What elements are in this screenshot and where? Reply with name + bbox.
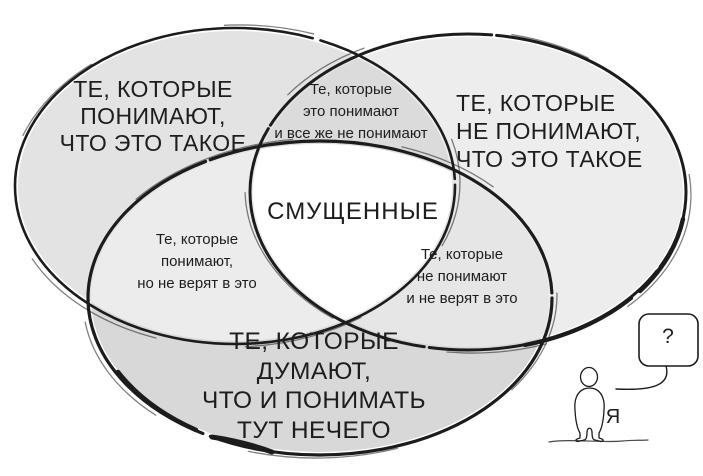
venn-bottom-circle-sketch [82, 137, 558, 459]
person-body [574, 387, 605, 443]
venn-center-overlap-fill [253, 144, 452, 341]
left-bottom-overlap-label: Те, которые понимают, но не верят в это [137, 231, 257, 292]
speech-bubble-tail [615, 365, 668, 391]
ground-line [548, 439, 649, 443]
right-circle-accent-stroke-2 [522, 295, 634, 348]
venn-right-circle-sketch [244, 30, 692, 354]
venn-right-circle-outline [248, 32, 688, 352]
venn-left-circle-sketch [9, 24, 461, 348]
bottom-circle-accent-stroke-2 [115, 369, 199, 433]
venn-outlines [9, 24, 699, 459]
right-circle-label: ТЕ, КОТОРЫЕ НЕ ПОНИМАЮТ, ЧТО ЭТО ТАКОЕ [456, 90, 643, 172]
right-bottom-overlap-label: Те, которые не понимают и не верят в это [406, 246, 518, 307]
me-label: Я [605, 406, 621, 428]
right-circle-accent-stroke [637, 216, 686, 294]
venn-bottom-circle-outline [86, 139, 554, 457]
person-head [579, 366, 599, 388]
bottom-circle-label: ТЕ, КОТОРЫЕ ДУМАЮТ, ЧТО И ПОНИМАТЬ ТУТ Н… [202, 328, 426, 444]
question-mark-label: ? [662, 325, 674, 348]
left-right-overlap-label: Те, которые это понимают и все же не пон… [274, 81, 428, 142]
speech-bubble [638, 313, 699, 367]
venn-left-circle-outline [13, 26, 457, 346]
center-overlap-label: СМУЩЕННЫЕ [267, 198, 439, 225]
left-circle-label: ТЕ, КОТОРЫЕ ПОНИМАЮТ, ЧТО ЭТО ТАКОЕ [59, 76, 247, 156]
bottom-circle-accent-stroke [209, 434, 275, 455]
